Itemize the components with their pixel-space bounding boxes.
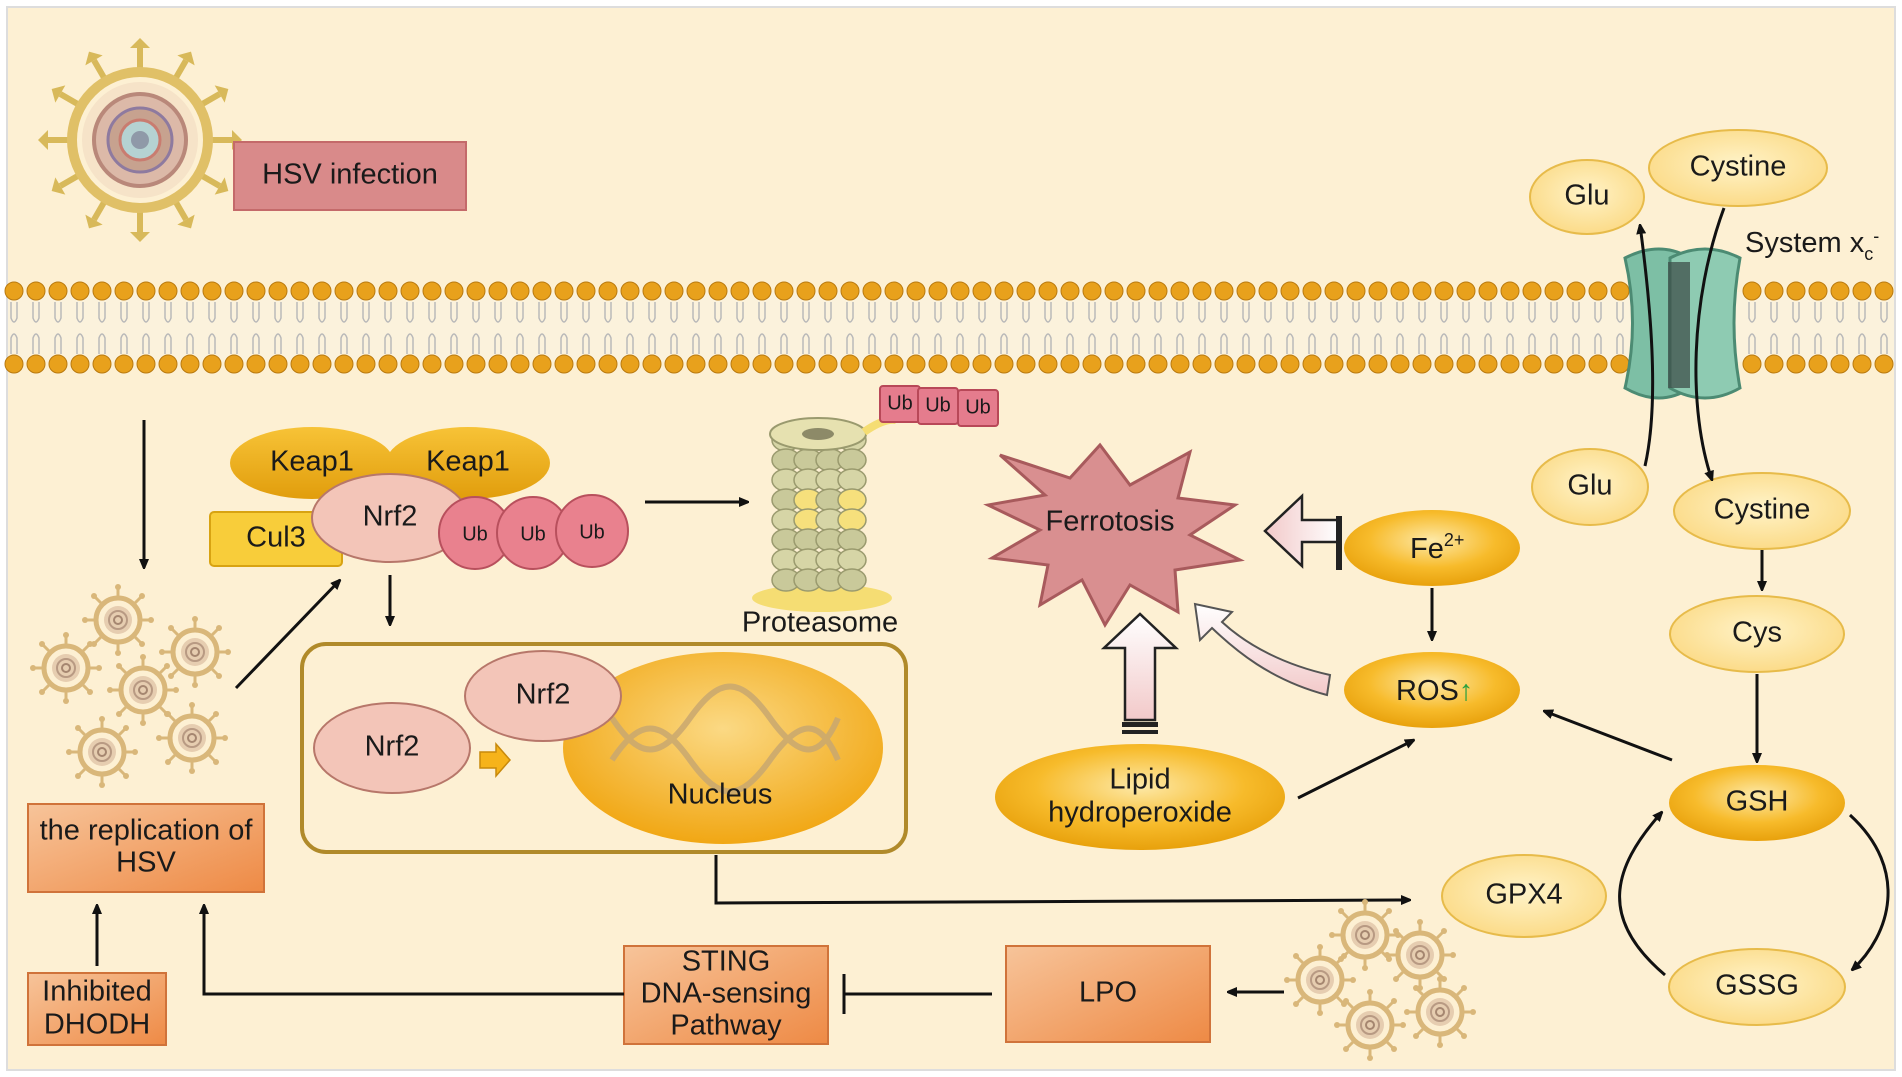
curved-arrow-ros-to-ferrotosis [1193, 602, 1332, 697]
sting-line2-label: DNA-sensing [641, 978, 812, 1010]
sting-line1-label: STING [682, 946, 771, 978]
ub-tag-2-label: Ub [925, 394, 951, 416]
ub-tag-3-label: Ub [965, 396, 991, 418]
hsv-infection-label: HSV infection [262, 159, 438, 191]
gsh-label: GSH [1726, 786, 1789, 818]
nrf2-nuc-2-label: Nrf2 [516, 679, 571, 711]
dna-strand [609, 683, 841, 795]
cystine-top-ellipse [1648, 129, 1828, 207]
ub-3-label: Ub [579, 521, 605, 543]
gpx4-ellipse [1441, 854, 1607, 938]
nucleus-label: Nucleus [668, 779, 773, 811]
arrow-glu-out [1640, 225, 1655, 467]
ub-tags [879, 385, 999, 427]
ros-ellipse [1344, 652, 1520, 728]
arrow-nucleus-to-gpx4 [714, 855, 1410, 903]
glu-top-ellipse [1529, 159, 1645, 235]
cul3-label: Cul3 [246, 522, 306, 554]
lpo-box [1005, 945, 1211, 1043]
nrf2-cytoplasm [313, 702, 471, 794]
glu-bottom-label: Glu [1567, 470, 1612, 502]
nrf2-nuc-1-label: Nrf2 [365, 731, 420, 763]
keap1-nrf2-complex [209, 427, 629, 570]
ub-1-label: Ub [462, 523, 488, 545]
ub-2-label: Ub [520, 523, 546, 545]
arrow-gsh-to-gssg [1848, 813, 1890, 970]
glu-bottom-ellipse [1531, 448, 1649, 526]
gsh-ellipse [1669, 765, 1845, 841]
lpo-label: LPO [1079, 977, 1137, 1009]
arrow-gsh-to-ros [1544, 711, 1673, 762]
proteasome-label: Proteasome [742, 607, 898, 639]
lipid-line1-label: Lipid [1109, 764, 1170, 796]
arrow-gssg-to-gsh [1618, 812, 1666, 977]
sting-line3-label: Pathway [670, 1010, 782, 1042]
gssg-ellipse [1668, 948, 1846, 1026]
hsv-virion [38, 38, 242, 242]
nrf2-complex-label: Nrf2 [363, 501, 418, 533]
cystine-bottom-ellipse [1673, 472, 1851, 550]
translocation-arrow-icon [479, 742, 511, 778]
dhodh-box [27, 972, 167, 1046]
cystine-top-label: Cystine [1690, 151, 1787, 183]
ferrotosis-label: Ferrotosis [1046, 506, 1175, 538]
hsv-infection-box [233, 141, 467, 211]
keap1-left-label: Keap1 [270, 446, 354, 478]
glu-top-label: Glu [1564, 180, 1609, 212]
nucleus-ellipse [563, 652, 883, 844]
ros-label: ROS↑ [1396, 675, 1473, 707]
fe-label: Fe2+ [1410, 530, 1464, 565]
hollow-arrow-lipid-to-ferrotosis [1100, 612, 1180, 734]
system-xc-transporter [1623, 247, 1742, 400]
keap1-right-label: Keap1 [426, 446, 510, 478]
ub-tag-1-label: Ub [887, 392, 913, 414]
gssg-label: GSSG [1715, 970, 1799, 1002]
replication-line1-label: the replication of [40, 815, 254, 847]
gpx4-label: GPX4 [1485, 879, 1562, 911]
ferrotosis-starburst [983, 442, 1245, 629]
cystine-bottom-label: Cystine [1714, 494, 1811, 526]
fe-ellipse [1344, 510, 1520, 586]
dhodh-line1-label: Inhibited [42, 976, 152, 1008]
cell-membrane [4, 281, 1894, 374]
lipid-line2-label: hydroperoxide [1048, 797, 1232, 829]
dhodh-line2-label: DHODH [44, 1009, 150, 1041]
cys-label: Cys [1732, 617, 1782, 649]
arrow-virus-to-nrf2 [234, 580, 340, 690]
replication-box [27, 803, 265, 893]
proteasome [752, 415, 897, 612]
system-xc-label: System xc- [1745, 226, 1879, 264]
arrow-cystine-in [1694, 207, 1726, 480]
hollow-arrow-fe-to-ferrotosis [1263, 493, 1342, 570]
sting-box [623, 945, 829, 1045]
nrf2-nuclear [464, 650, 622, 742]
cys-ellipse [1669, 595, 1845, 673]
lipid-hydroperoxide-ellipse [995, 744, 1285, 850]
replication-line2-label: HSV [116, 847, 176, 879]
nucleus-box [300, 642, 908, 854]
arrow-lipid-to-ros [1297, 738, 1414, 800]
arrow-sting-to-replication [204, 905, 624, 996]
